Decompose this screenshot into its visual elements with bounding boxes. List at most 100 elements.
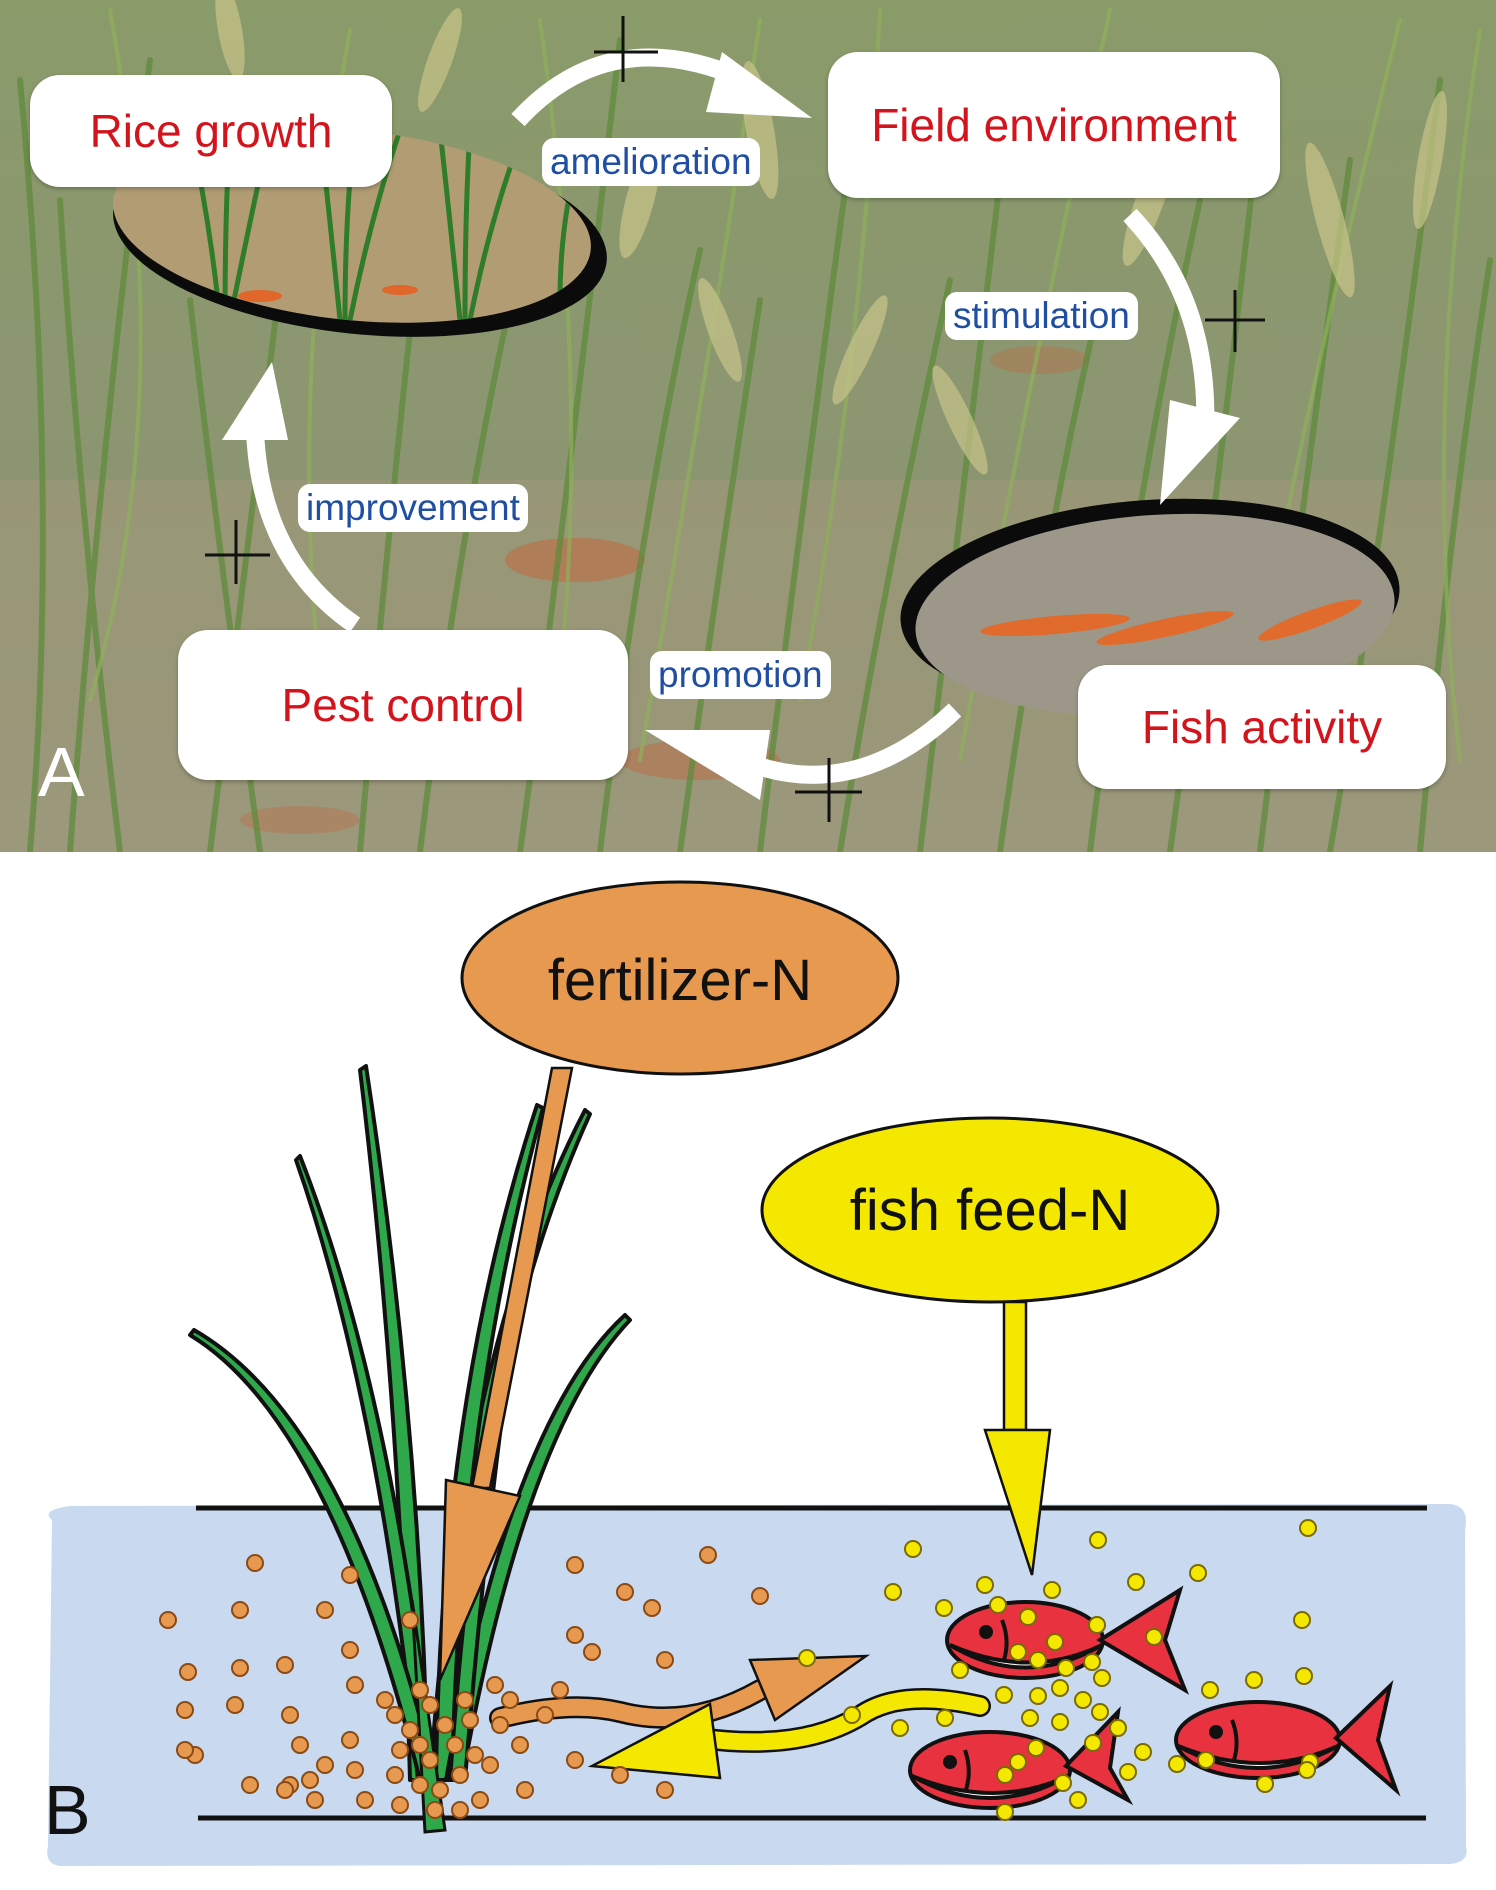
fish-feed-n-particle	[951, 1661, 969, 1679]
node-fish-activity: Fish activity	[1078, 665, 1446, 789]
fertilizer-n-particle	[451, 1766, 469, 1784]
fertilizer-n-particle	[231, 1659, 249, 1677]
fish-feed-n-particle	[1046, 1633, 1064, 1651]
fish-feed-n-particle	[1168, 1755, 1186, 1773]
fish-feed-n-particle	[1189, 1564, 1207, 1582]
fertilizer-n-particle	[491, 1716, 509, 1734]
fish-feed-n-particle	[1256, 1775, 1274, 1793]
fertilizer-n-particle	[241, 1776, 259, 1794]
fish-feed-n-particle	[995, 1686, 1013, 1704]
fertilizer-n-particle	[401, 1611, 419, 1629]
fertilizer-n-particle	[436, 1716, 454, 1734]
node-field-environment: Field environment	[828, 52, 1280, 198]
fish-feed-n-particle	[1054, 1774, 1072, 1792]
fish-feed-n-particle	[1119, 1763, 1137, 1781]
fertilizer-n-particle	[611, 1766, 629, 1784]
fish-feed-n-particle	[1021, 1709, 1039, 1727]
fertilizer-n-particle	[536, 1706, 554, 1724]
fertilizer-n-particle	[516, 1781, 534, 1799]
fertilizer-n-particle	[276, 1656, 294, 1674]
fish-feed-n-particle	[1298, 1761, 1316, 1779]
cycle-arrows	[205, 16, 1265, 822]
panel-a-label: A	[38, 733, 85, 811]
fertilizer-n-particle	[699, 1546, 717, 1564]
fertilizer-n-particle	[511, 1736, 529, 1754]
fertilizer-n-label: fertilizer-N	[547, 947, 813, 1013]
fertilizer-n-particle	[346, 1761, 364, 1779]
fertilizer-n-particle	[551, 1681, 569, 1699]
fertilizer-n-particle	[391, 1741, 409, 1759]
fish-feed-n-particle	[1043, 1581, 1061, 1599]
fertilizer-n-particle	[466, 1746, 484, 1764]
fertilizer-n-particle	[461, 1711, 479, 1729]
fish-feed-n-particle	[1029, 1687, 1047, 1705]
fertilizer-n-particle	[411, 1776, 429, 1794]
fish-feed-n-particle	[1069, 1791, 1087, 1809]
fish-feed-n-particle	[1051, 1713, 1069, 1731]
fish-feed-n-particle	[1299, 1519, 1317, 1537]
fertilizer-n-particle	[386, 1706, 404, 1724]
fertilizer-n-particle	[226, 1696, 244, 1714]
fertilizer-n-particle	[426, 1801, 444, 1819]
fertilizer-n-particle	[501, 1691, 519, 1709]
fertilizer-n-particle	[316, 1601, 334, 1619]
fish-feed-n-particle	[904, 1540, 922, 1558]
fish-feed-n-particle	[1074, 1691, 1092, 1709]
fish-feed-n-particle	[1084, 1734, 1102, 1752]
fertilizer-n-particle	[751, 1587, 769, 1605]
fish-feed-n-particle	[843, 1706, 861, 1724]
fertilizer-n-particle	[176, 1701, 194, 1719]
fertilizer-n-particle	[281, 1706, 299, 1724]
fish-feed-n-particle	[976, 1576, 994, 1594]
fertilizer-n-particle	[583, 1643, 601, 1661]
fertilizer-n-particle	[341, 1731, 359, 1749]
fertilizer-n-particle	[159, 1611, 177, 1629]
relation-amelioration: amelioration	[542, 138, 760, 186]
fertilizer-n-particle	[231, 1601, 249, 1619]
fish-feed-n-particle	[1091, 1703, 1109, 1721]
fertilizer-n-particle	[456, 1691, 474, 1709]
fertilizer-n-particle	[656, 1651, 674, 1669]
fish-feed-n-particle	[1083, 1653, 1101, 1671]
fertilizer-n-particle	[643, 1599, 661, 1617]
fish-feed-n-particle	[1134, 1743, 1152, 1761]
fertilizer-n-particle	[186, 1746, 204, 1764]
fertilizer-n-particle	[291, 1736, 309, 1754]
fertilizer-n-particle	[566, 1626, 584, 1644]
fertilizer-n-particle	[176, 1741, 194, 1759]
fish-feed-n-particle	[996, 1766, 1014, 1784]
fish-feed-n-particle	[1301, 1753, 1319, 1771]
fish-feed-n-particle	[798, 1649, 816, 1667]
fertilizer-n-particle	[566, 1556, 584, 1574]
fish-feed-n-particle	[1293, 1611, 1311, 1629]
fish-feed-n-particle	[1057, 1659, 1075, 1677]
node-pest-control-label: Pest control	[281, 679, 525, 731]
fish-feed-n-particle	[989, 1596, 1007, 1614]
fish-feed-n-particle	[1009, 1753, 1027, 1771]
fertilizer-n-particle	[421, 1751, 439, 1769]
fish-feed-n-particle	[1088, 1616, 1106, 1634]
fertilizer-n-particle	[481, 1756, 499, 1774]
fish-feed-n-particle	[1295, 1667, 1313, 1685]
fertilizer-n-particle	[411, 1736, 429, 1754]
fertilizer-n-particle	[431, 1781, 449, 1799]
fish-feed-n-particle	[1027, 1739, 1045, 1757]
fertilizer-n-particle	[316, 1756, 334, 1774]
node-pest-control: Pest control	[178, 630, 628, 780]
fish-feed-n-particle	[1093, 1669, 1111, 1687]
fish-feed-n-particle	[1201, 1681, 1219, 1699]
fertilizer-n-particle	[386, 1766, 404, 1784]
fertilizer-n-particle	[341, 1641, 359, 1659]
fertilizer-n-particle	[246, 1554, 264, 1572]
fertilizer-n-particle	[421, 1696, 439, 1714]
fertilizer-n-particle	[446, 1736, 464, 1754]
fish-feed-n-particle	[1009, 1643, 1027, 1661]
fertilizer-n-particle	[376, 1691, 394, 1709]
fish-feed-n-particle	[1089, 1531, 1107, 1549]
fish-feed-n-particle	[891, 1719, 909, 1737]
fish-feed-n-particle	[935, 1599, 953, 1617]
fertilizer-n-particle	[341, 1566, 359, 1584]
fish-feed-n-particle	[996, 1803, 1014, 1821]
fish-feed-n-particle	[1029, 1651, 1047, 1669]
node-field-environment-label: Field environment	[871, 99, 1237, 151]
